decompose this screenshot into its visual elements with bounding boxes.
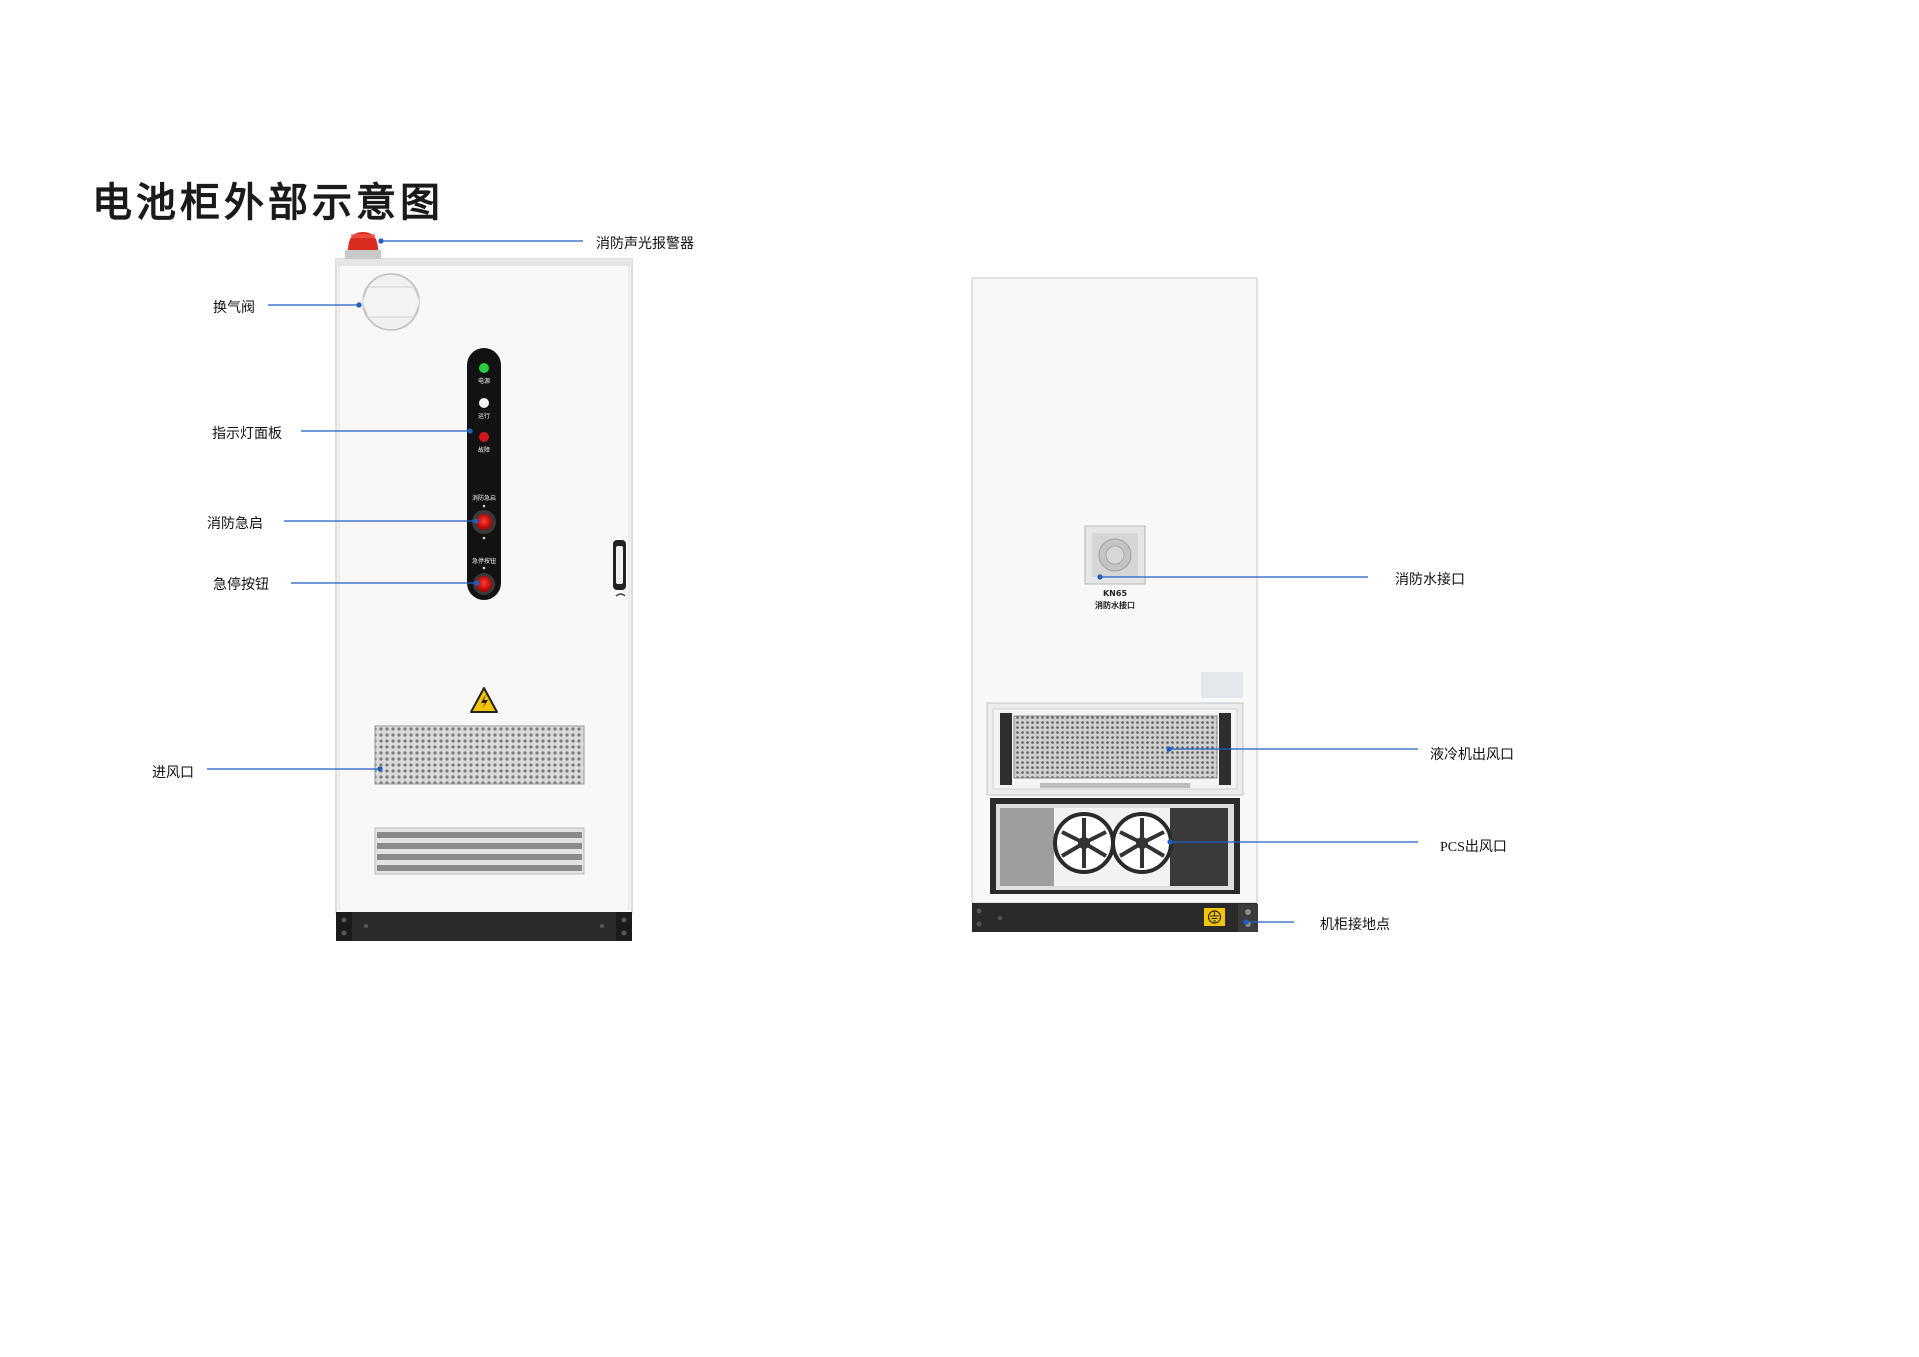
fault-indicator-label: 故障 bbox=[477, 447, 491, 454]
fire-water-inlet-icon bbox=[1084, 525, 1146, 585]
louvre-grille bbox=[374, 827, 585, 875]
indicator-panel-label: 指示灯面板 bbox=[212, 426, 282, 442]
emergency-stop-label: 急停按钮 bbox=[213, 577, 269, 593]
page-title: 电池柜外部示意图 bbox=[92, 180, 444, 226]
fan-icon bbox=[1053, 812, 1115, 874]
vent-valve-icon bbox=[361, 273, 421, 331]
ground-icon bbox=[1204, 908, 1225, 926]
grounding-terminal bbox=[1238, 904, 1258, 932]
fan-icon bbox=[1111, 812, 1173, 874]
plate-model: KN65 bbox=[1102, 589, 1128, 598]
alarm-label: 消防声光报警器 bbox=[596, 236, 694, 252]
fire-water-inlet-label: 消防水接口 bbox=[1395, 572, 1465, 588]
liquid-cooler-outlet-label: 液冷机出风口 bbox=[1430, 747, 1514, 763]
warning-icon bbox=[470, 687, 498, 713]
air-inlet-label: 进风口 bbox=[152, 765, 194, 781]
run-indicator-icon bbox=[479, 398, 489, 408]
pcs-outlet-label: PCS出风口 bbox=[1440, 840, 1507, 855]
plate-name: 消防水接口 bbox=[1095, 601, 1135, 610]
fire-start-label: 消防急启 bbox=[207, 516, 263, 532]
door-handle[interactable] bbox=[613, 540, 626, 597]
grounding-point-label: 机柜接地点 bbox=[1320, 917, 1390, 933]
run-indicator-label: 运行 bbox=[477, 413, 491, 420]
cabinet-diagram bbox=[207, 232, 1418, 941]
pcs-outlet bbox=[990, 798, 1240, 894]
leader-lines bbox=[207, 238, 1418, 925]
alarm-beacon-icon bbox=[345, 232, 381, 259]
front-cabinet bbox=[335, 232, 633, 941]
fault-indicator-icon bbox=[479, 432, 489, 442]
fire-start-panel-label: 消防急启 bbox=[471, 495, 497, 502]
power-indicator-icon bbox=[479, 363, 489, 373]
air-inlet-grille bbox=[374, 725, 585, 785]
liquid-cooler-outlet bbox=[986, 702, 1244, 796]
indicator-panel bbox=[467, 348, 501, 600]
vent-valve-label: 换气阀 bbox=[213, 300, 255, 316]
power-indicator-label: 电源 bbox=[477, 378, 491, 385]
emergency-stop-panel-label: 急停按钮 bbox=[471, 558, 497, 565]
front-base bbox=[336, 912, 632, 941]
rear-cabinet bbox=[971, 277, 1258, 932]
